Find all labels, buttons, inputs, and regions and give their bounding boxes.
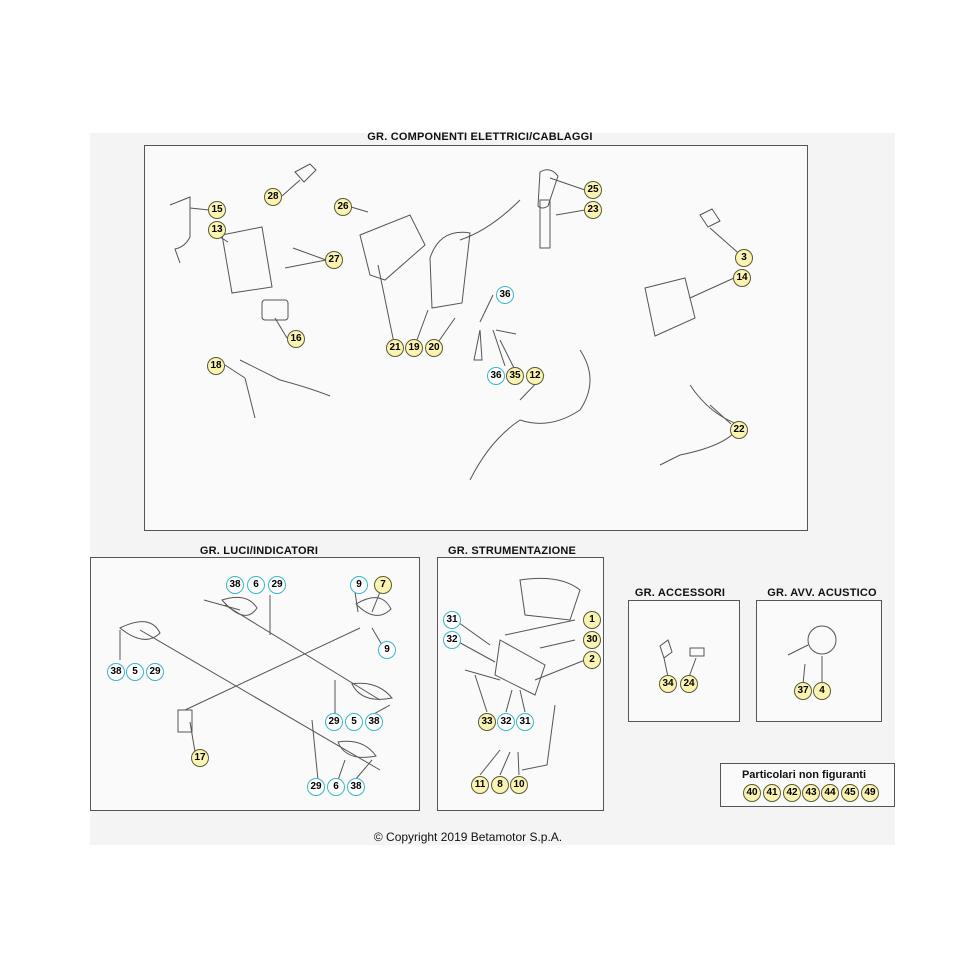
callout-13: 13 [208, 221, 226, 239]
callout-6-a: 6 [247, 576, 265, 594]
callout-4: 4 [813, 682, 831, 700]
accessories-box [628, 600, 740, 722]
instruments-title: GR. STRUMENTAZIONE [447, 545, 577, 557]
callout-11: 11 [471, 776, 489, 794]
callout-19: 19 [405, 339, 423, 357]
callout-32-b: 32 [497, 713, 515, 731]
callout-14: 14 [733, 269, 751, 287]
callout-40: 40 [743, 784, 761, 802]
callout-38-c: 38 [365, 713, 383, 731]
callout-36-bottom: 36 [487, 367, 505, 385]
callout-17: 17 [191, 749, 209, 767]
callout-16: 16 [287, 330, 305, 348]
callout-10: 10 [510, 776, 528, 794]
electrical-box [144, 145, 808, 531]
callout-34: 34 [659, 675, 677, 693]
callout-31-b: 31 [516, 713, 534, 731]
callout-38-d: 38 [347, 778, 365, 796]
callout-44: 44 [821, 784, 839, 802]
callout-25: 25 [584, 181, 602, 199]
callout-28: 28 [264, 188, 282, 206]
callout-23: 23 [584, 201, 602, 219]
callout-24: 24 [680, 675, 698, 693]
accessories-title: GR. ACCESSORI [634, 587, 726, 599]
callout-26: 26 [334, 198, 352, 216]
callout-5-b: 5 [345, 713, 363, 731]
callout-29-d: 29 [307, 778, 325, 796]
callout-27: 27 [325, 251, 343, 269]
callout-32-a: 32 [443, 631, 461, 649]
callout-9-a: 9 [350, 576, 368, 594]
electrical-title: GR. COMPONENTI ELETTRICI/CABLAGGI [367, 131, 593, 143]
callout-33: 33 [478, 713, 496, 731]
callout-18: 18 [207, 357, 225, 375]
callout-5-a: 5 [126, 663, 144, 681]
instruments-box [437, 557, 604, 811]
callout-43: 43 [802, 784, 820, 802]
callout-2: 2 [583, 651, 601, 669]
callout-29-a: 29 [268, 576, 286, 594]
horn-box [756, 600, 882, 722]
callout-21: 21 [386, 339, 404, 357]
callout-15: 15 [208, 201, 226, 219]
callout-45: 45 [841, 784, 859, 802]
callout-1: 1 [583, 611, 601, 629]
callout-8: 8 [491, 776, 509, 794]
callout-38-a: 38 [226, 576, 244, 594]
callout-30: 30 [583, 631, 601, 649]
callout-12: 12 [526, 367, 544, 385]
callout-29-b: 29 [146, 663, 164, 681]
callout-20: 20 [425, 339, 443, 357]
callout-9-b: 9 [378, 641, 396, 659]
callout-36-top: 36 [496, 286, 514, 304]
callout-41: 41 [763, 784, 781, 802]
callout-29-c: 29 [325, 713, 343, 731]
copyright-text: © Copyright 2019 Betamotor S.p.A. [373, 830, 563, 844]
callout-6-b: 6 [327, 778, 345, 796]
callout-7: 7 [374, 576, 392, 594]
lights-title: GR. LUCI/INDICATORI [199, 545, 319, 557]
callout-31-a: 31 [443, 611, 461, 629]
callout-35: 35 [506, 367, 524, 385]
not-shown-title: Particolari non figuranti [741, 769, 867, 781]
callout-3: 3 [735, 249, 753, 267]
callout-42: 42 [783, 784, 801, 802]
callout-22: 22 [730, 421, 748, 439]
callout-37: 37 [794, 682, 812, 700]
callout-49: 49 [861, 784, 879, 802]
horn-title: GR. AVV. ACUSTICO [767, 587, 877, 599]
callout-38-b: 38 [107, 663, 125, 681]
